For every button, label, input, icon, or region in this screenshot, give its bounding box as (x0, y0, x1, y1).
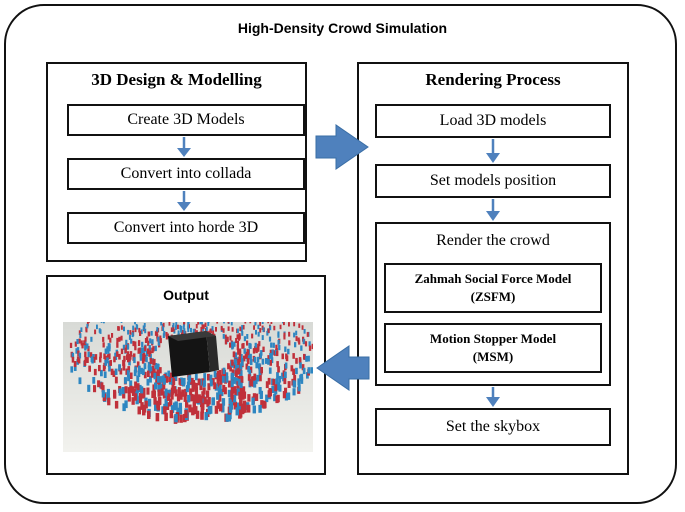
output-heading: Output (163, 287, 209, 303)
diagram-title: High-Density Crowd Simulation (237, 20, 448, 36)
msm-abbrev: (MSM) (472, 349, 514, 364)
step-set-position: Set models position (375, 164, 611, 198)
outer-frame (4, 4, 677, 504)
rendering-heading: Rendering Process (425, 70, 561, 89)
design-heading: 3D Design & Modelling (91, 70, 262, 89)
msm-box: Motion Stopper Model (MSM) (384, 323, 602, 373)
step-convert-horde: Convert into horde 3D (67, 212, 305, 244)
render-crowd-label: Render the crowd (436, 232, 550, 249)
zsfm-label: Zahmah Social Force Model (414, 271, 572, 286)
msm-label: Motion Stopper Model (429, 331, 557, 346)
zsfm-abbrev: (ZSFM) (470, 289, 516, 304)
zsfm-box: Zahmah Social Force Model (ZSFM) (384, 263, 602, 313)
step-load-models: Load 3D models (375, 104, 611, 138)
step-convert-collada: Convert into collada (67, 158, 305, 190)
step-create-models: Create 3D Models (67, 104, 305, 136)
step-skybox: Set the skybox (375, 408, 611, 446)
output-panel: Output (46, 275, 326, 475)
